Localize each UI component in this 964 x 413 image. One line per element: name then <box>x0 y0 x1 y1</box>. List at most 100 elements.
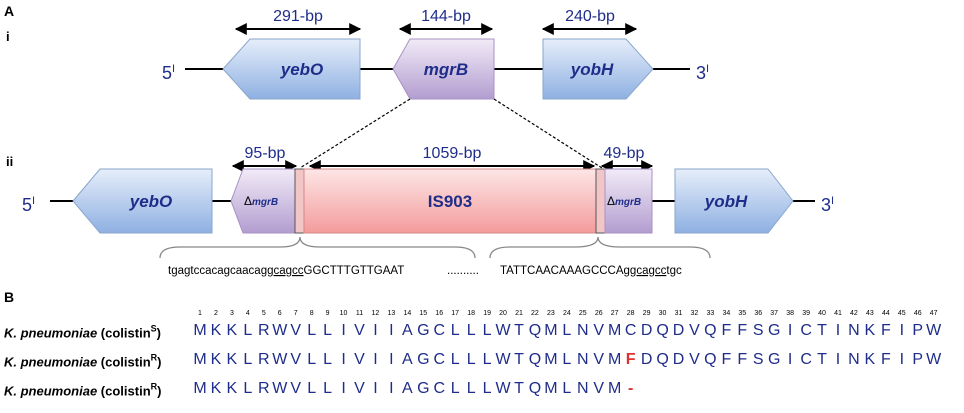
amino-acid-residue: I <box>373 322 378 339</box>
position-number: 28 <box>626 310 635 317</box>
amino-acid-residue: Q <box>528 322 542 339</box>
amino-acid-residue: G <box>417 322 430 339</box>
gene-yebo-row-i <box>222 38 361 100</box>
amino-acid-residue: A <box>402 351 413 368</box>
projection-line-left <box>299 98 411 169</box>
amino-acid-residue: L <box>450 351 460 368</box>
amino-acid-residue: L <box>243 351 253 368</box>
position-number: 43 <box>865 310 874 317</box>
amino-acid-residue: I <box>899 351 905 368</box>
projection-line-right <box>493 98 603 169</box>
amino-acid-residue: N <box>848 322 860 339</box>
amino-acid-residue: L <box>307 351 317 368</box>
amino-acid-residue: N <box>577 380 589 397</box>
amino-acid-residue: R <box>258 322 270 339</box>
amino-acid-residue: M <box>544 322 558 339</box>
amino-acid-residue: I <box>389 351 394 368</box>
panel-a-label: A <box>4 3 14 19</box>
position-number: 2 <box>213 310 218 317</box>
amino-acid-residue: V <box>354 380 365 397</box>
position-number: 26 <box>594 310 603 317</box>
amino-acid-residue: M <box>544 351 558 368</box>
amino-acid-residue: G <box>767 351 781 368</box>
amino-acid-residue: K <box>226 351 238 368</box>
position-number: 33 <box>706 310 715 317</box>
amino-acid-residue: F <box>737 322 748 339</box>
position-number: 40 <box>818 310 826 317</box>
gene-label-yebo-row-ii: yebO <box>129 192 173 211</box>
amino-acid-residue: D <box>640 322 653 339</box>
amino-acid-residue: K <box>864 322 876 339</box>
is903-element <box>303 168 597 234</box>
amino-acid-residue: R <box>258 351 270 368</box>
amino-acid-residue: L <box>466 351 476 368</box>
amino-acid-residue: L <box>482 380 492 397</box>
amino-acid-residue: K <box>226 322 238 339</box>
amino-acid-residue: L <box>562 380 572 397</box>
amino-acid-residue: W <box>272 380 288 397</box>
amino-acid-residue: G <box>767 322 781 339</box>
amino-acid-residue: M <box>608 351 622 368</box>
amino-acid-residue: L <box>323 351 333 368</box>
position-number: 4 <box>245 310 250 317</box>
amino-acid-residue: F <box>880 322 891 339</box>
amino-acid-residue: L <box>243 380 253 397</box>
amino-acid-residue: N <box>577 322 589 339</box>
prime-5-label-row-i: 5I <box>162 63 175 83</box>
junction-box-right <box>595 168 606 234</box>
position-number: 19 <box>483 310 491 317</box>
position-number: 20 <box>499 310 507 317</box>
amino-acid-residue: Q <box>656 322 669 339</box>
amino-acid-residue: A <box>402 380 413 397</box>
position-number: 6 <box>277 310 282 317</box>
position-number: 37 <box>770 310 779 317</box>
amino-acid-residue: I <box>373 351 378 368</box>
amino-acid-residue: Q <box>528 351 542 368</box>
amino-acid-residue: M <box>608 380 622 397</box>
position-number: 31 <box>674 310 683 317</box>
position-number: 30 <box>658 310 667 317</box>
amino-acid-residue: T <box>514 380 524 397</box>
gene-yobh-row-ii <box>674 168 794 234</box>
amino-acid-residue: P <box>912 322 924 339</box>
gene-label-yobh-row-ii: yobH <box>704 192 748 211</box>
amino-acid-residue: L <box>323 380 333 397</box>
junction-sequence-right: TATTCAACAAAGCCCAggcagcctgc <box>500 265 682 277</box>
amino-acid-residue: D <box>640 351 653 368</box>
position-number: 25 <box>578 310 587 317</box>
amino-acid-residue: P <box>912 351 924 368</box>
svg-text:ΔmgrB: ΔmgrB <box>244 194 278 208</box>
amino-acid-residue: L <box>466 380 476 397</box>
amino-acid-residue: L <box>323 322 333 339</box>
position-number: 44 <box>881 310 890 317</box>
svg-text:3I: 3I <box>696 63 709 83</box>
amino-acid-residue: I <box>341 380 346 397</box>
amino-acid-residue: W <box>272 322 288 339</box>
position-number: 36 <box>754 310 763 317</box>
position-number: 24 <box>562 310 571 317</box>
gene-label-yobh-row-i: yobH <box>570 60 614 79</box>
position-number: 38 <box>786 310 795 317</box>
position-number: 47 <box>929 310 938 317</box>
amino-acid-residue: W <box>926 322 942 339</box>
position-number: 5 <box>261 310 266 317</box>
svg-text:5I: 5I <box>162 63 175 83</box>
amino-acid-residue: M <box>608 322 622 339</box>
amino-acid-residue: V <box>593 322 605 339</box>
amino-acid-residue: V <box>290 380 302 397</box>
size-label-delta-mgrb-right: 49-bp <box>604 145 645 162</box>
amino-acid-residue: C <box>800 351 812 368</box>
amino-acid-residue: L <box>482 322 492 339</box>
position-number: 21 <box>515 310 523 317</box>
svg-text:tgagtccacagcaacaggcagccGGCTTTG: tgagtccacagcaacaggcagccGGCTTTGTTGAAT <box>168 265 404 277</box>
gene-mgrb-row-i <box>392 38 495 100</box>
amino-acid-residue: Q <box>704 322 717 339</box>
mutated-residue: F <box>625 351 636 368</box>
amino-acid-residue: L <box>307 380 317 397</box>
amino-acid-residue: G <box>417 380 430 397</box>
prime-5-label-row-ii: 5I <box>22 195 35 215</box>
amino-acid-residue: L <box>482 351 492 368</box>
amino-acid-residue: I <box>373 380 378 397</box>
amino-acid-residue: C <box>433 322 446 339</box>
